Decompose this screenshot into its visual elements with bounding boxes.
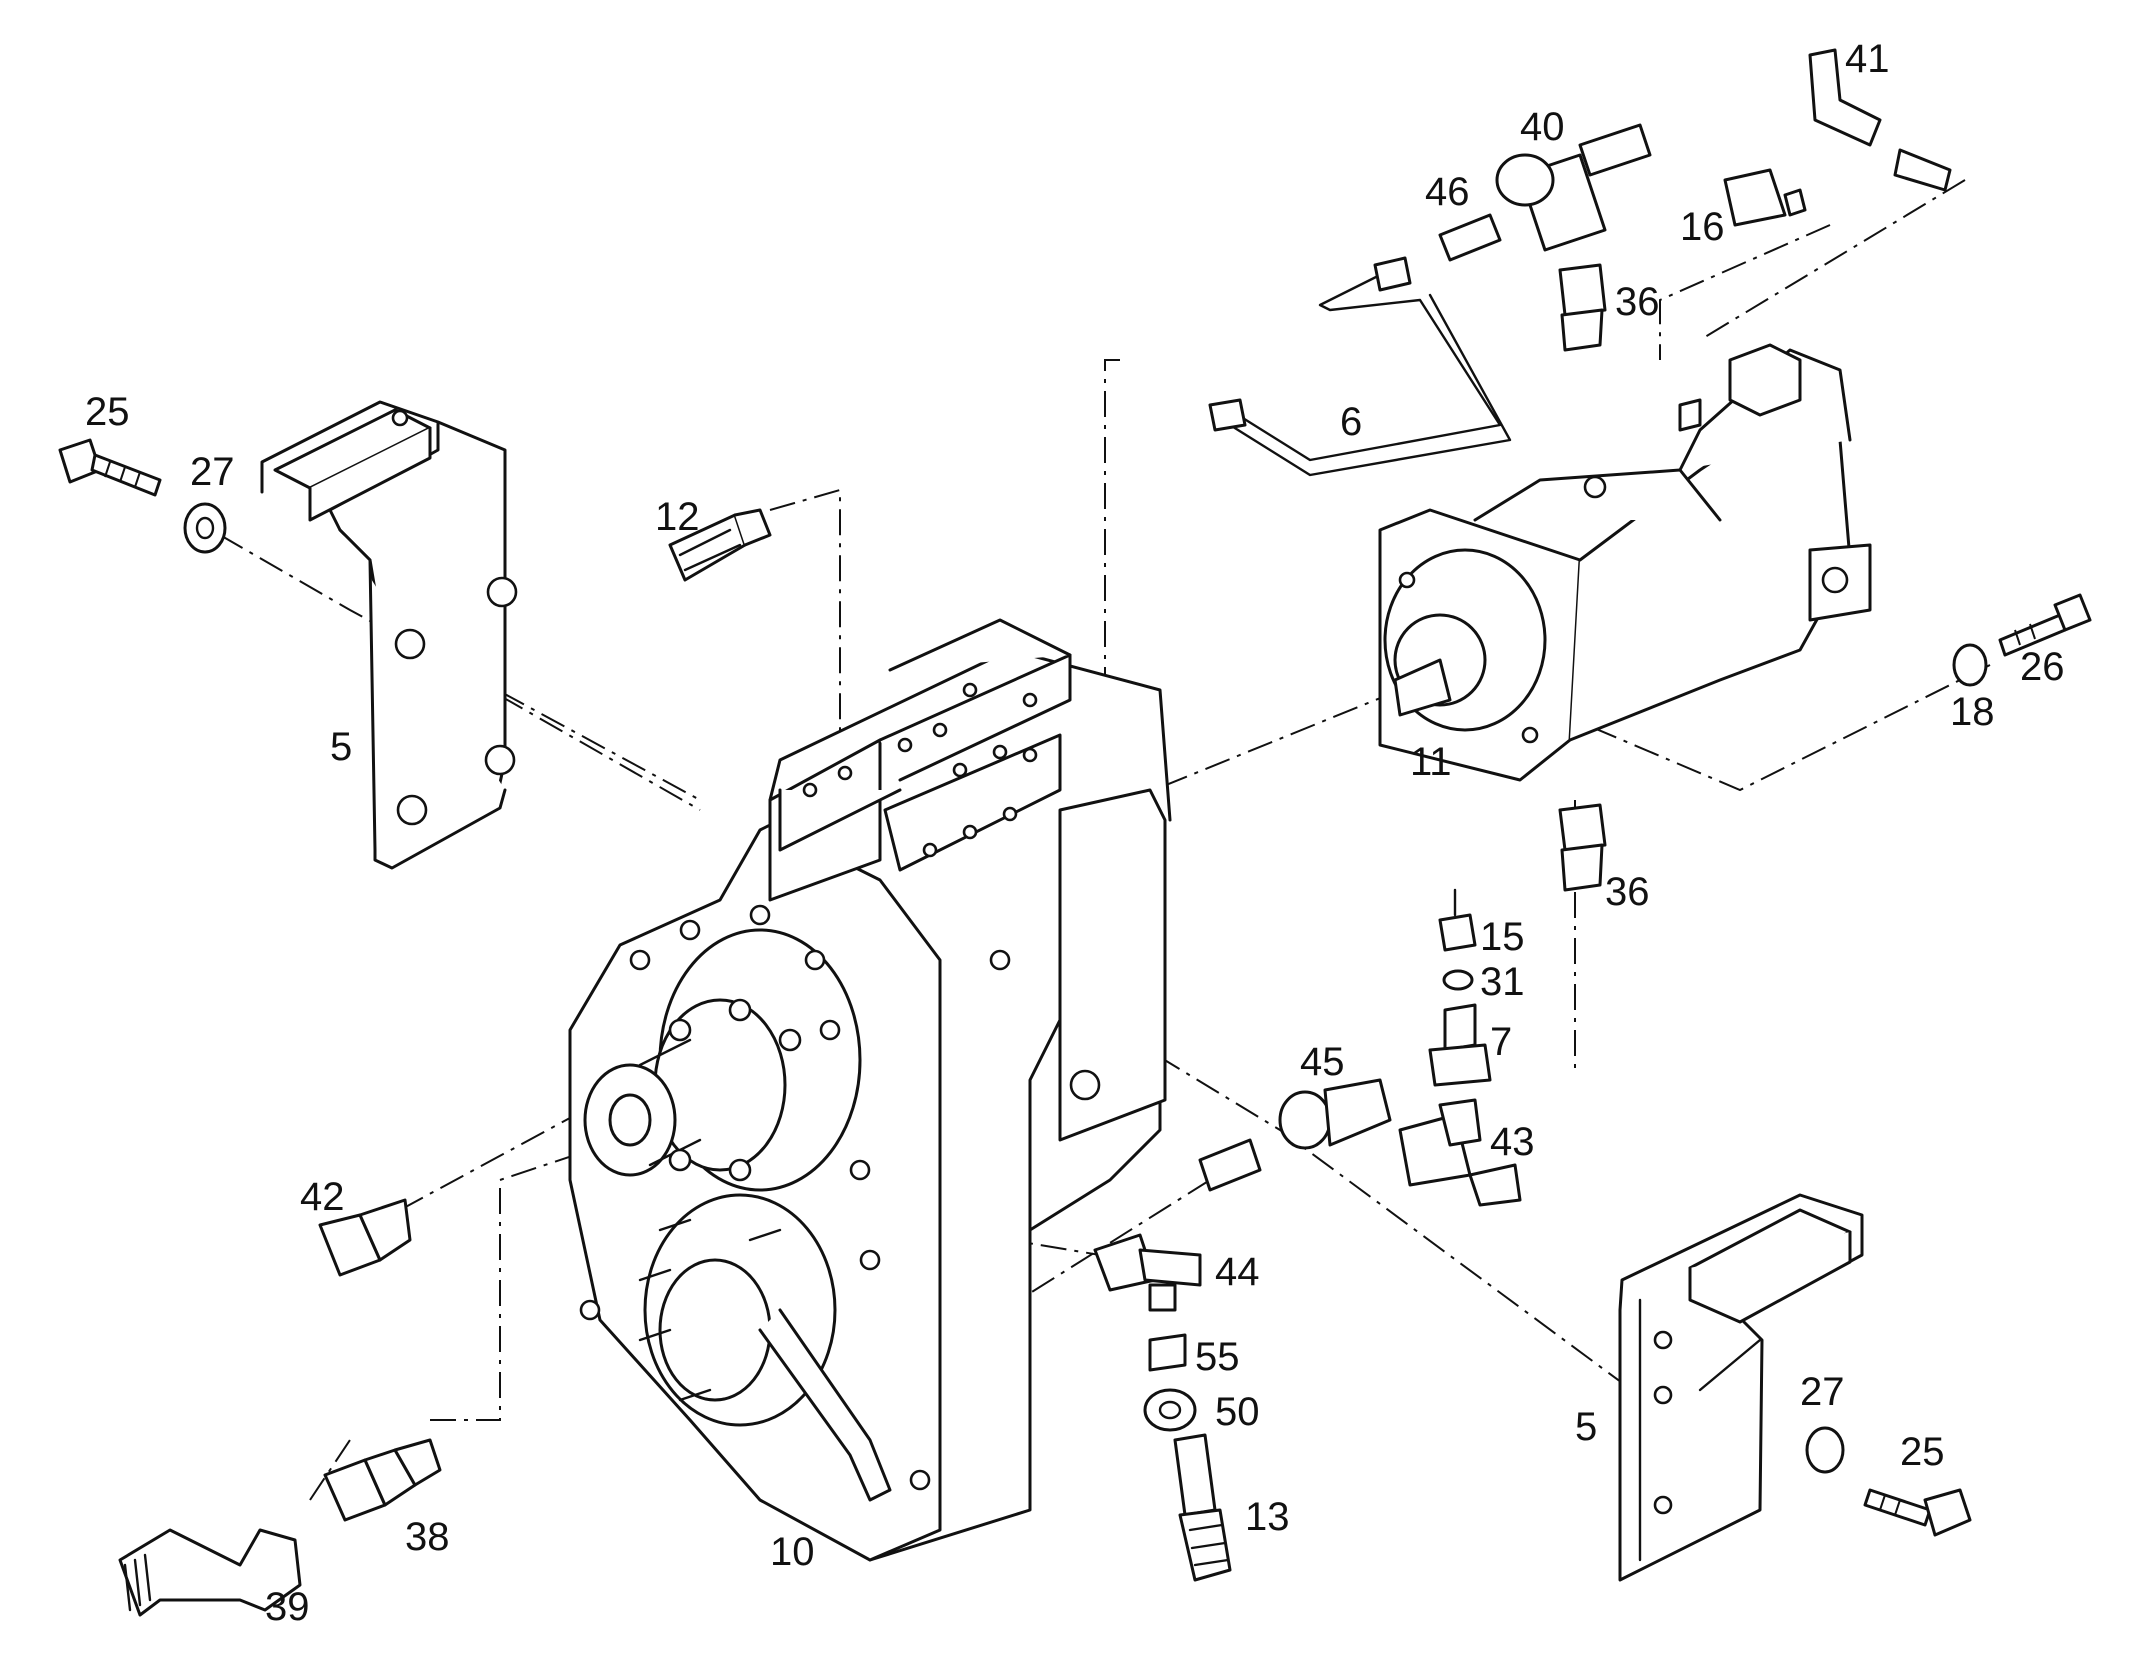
callout-26: 26 xyxy=(2020,645,2065,689)
callout-38: 38 xyxy=(405,1515,450,1559)
callout-50: 50 xyxy=(1215,1390,1260,1434)
part-25-bolt-right xyxy=(1863,1488,1972,1537)
callout-27-right: 27 xyxy=(1800,1370,1845,1414)
part-31-seal xyxy=(1442,969,1474,991)
bracket-left xyxy=(260,400,518,870)
part-27-washer-right xyxy=(1805,1426,1845,1474)
hydraulic-motor xyxy=(1378,343,1872,782)
part-27-washer-left-hole xyxy=(195,516,215,540)
part-43-tee xyxy=(1398,1098,1522,1207)
part-13-strainer xyxy=(1173,1433,1232,1582)
callout-6: 6 xyxy=(1340,400,1362,444)
transfer-gearbox xyxy=(568,618,1172,1562)
callout-36-bottom: 36 xyxy=(1605,870,1650,914)
callout-44: 44 xyxy=(1215,1250,1260,1294)
bracket-right xyxy=(1618,1193,1864,1582)
lower-flange-studs xyxy=(638,1218,782,1402)
part-27-washer-left xyxy=(183,502,227,554)
part-45-elbow xyxy=(1278,1078,1392,1150)
callout-40: 40 xyxy=(1520,105,1565,149)
callout-13: 13 xyxy=(1245,1495,1290,1539)
part-44-elbow xyxy=(1093,1233,1202,1312)
part-39-elbow xyxy=(118,1528,302,1617)
part-7-valve xyxy=(1428,1003,1492,1087)
callout-16: 16 xyxy=(1680,205,1725,249)
part-36-fitting-bottom xyxy=(1558,803,1607,892)
callout-42: 42 xyxy=(300,1175,345,1219)
callout-31: 31 xyxy=(1480,960,1525,1004)
callout-45: 45 xyxy=(1300,1040,1345,1084)
fitting-nipple xyxy=(1198,1138,1262,1192)
callout-5-right: 5 xyxy=(1575,1405,1597,1449)
part-36-fitting-top xyxy=(1558,263,1607,352)
callout-46: 46 xyxy=(1425,170,1470,214)
pipe-6 xyxy=(1208,256,1512,477)
callout-55: 55 xyxy=(1195,1335,1240,1379)
callout-18: 18 xyxy=(1950,690,1995,734)
callout-27-left: 27 xyxy=(190,450,235,494)
part-15-plug xyxy=(1438,888,1477,952)
part-46-nipple xyxy=(1438,213,1502,262)
part-38-fitting xyxy=(323,1438,442,1522)
callout-labels: 25 27 5 12 6 46 40 41 16 36 11 36 26 18 … xyxy=(85,37,2065,1629)
callout-12: 12 xyxy=(655,495,700,539)
valve-block-holes xyxy=(802,682,1038,858)
callout-41: 41 xyxy=(1845,37,1890,81)
part-41-elbow xyxy=(1808,48,1952,192)
callout-5-left: 5 xyxy=(330,725,352,769)
callout-15: 15 xyxy=(1480,915,1525,959)
housing-bolts xyxy=(579,904,1081,1491)
part-16-breather xyxy=(1723,168,1807,227)
callout-39: 39 xyxy=(265,1585,310,1629)
callout-43: 43 xyxy=(1490,1120,1535,1164)
callout-36-top: 36 xyxy=(1615,280,1660,324)
part-25-bolt-left xyxy=(58,438,162,497)
callout-25-right: 25 xyxy=(1900,1430,1945,1474)
callout-25-left: 25 xyxy=(85,390,130,434)
part-50-nut-hole xyxy=(1158,1400,1182,1420)
callout-11: 11 xyxy=(1410,740,1452,784)
callout-7: 7 xyxy=(1490,1020,1512,1064)
part-40-tee xyxy=(1495,123,1652,252)
part-26-bolt xyxy=(1998,593,2092,657)
part-42-fitting xyxy=(318,1198,412,1277)
part-18-washer xyxy=(1952,643,1988,687)
part-50-nut xyxy=(1143,1388,1197,1432)
callout-10: 10 xyxy=(770,1530,815,1574)
part-55-cap xyxy=(1148,1333,1187,1372)
part-12-strainer xyxy=(668,508,772,582)
